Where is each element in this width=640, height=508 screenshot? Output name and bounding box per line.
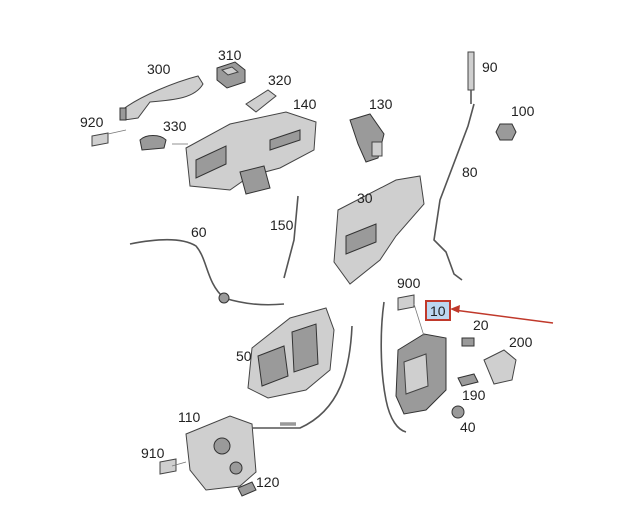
label-30: 30 [357, 190, 373, 206]
part-310-lock-cylinder[interactable] [216, 61, 246, 89]
part-90-lock-knob[interactable] [467, 51, 475, 104]
part-120-screw[interactable] [237, 481, 257, 497]
part-150-rod[interactable] [283, 195, 299, 279]
label-300: 300 [147, 61, 171, 77]
label-90: 90 [482, 59, 498, 75]
part-140-handle-carrier[interactable] [185, 111, 317, 195]
label-10: 10 [430, 303, 446, 319]
part-110-control-unit[interactable] [185, 415, 257, 491]
label-130: 130 [369, 96, 393, 112]
part-30-cover[interactable] [333, 175, 425, 285]
label-140: 140 [293, 96, 317, 112]
label-60: 60 [191, 224, 207, 240]
label-40: 40 [460, 419, 476, 435]
label-910: 910 [141, 445, 165, 461]
label-110: 110 [178, 409, 201, 425]
part-100-grommet[interactable] [495, 123, 517, 141]
part-10-door-latch[interactable] [380, 301, 447, 433]
label-100: 100 [511, 103, 535, 119]
part-80-rod[interactable] [433, 103, 475, 281]
label-320: 320 [268, 72, 292, 88]
part-320-gasket[interactable] [245, 89, 277, 113]
label-50: 50 [236, 348, 252, 364]
label-80: 80 [462, 164, 478, 180]
cable-110[interactable] [252, 325, 353, 429]
part-60-cable[interactable] [129, 238, 285, 306]
label-920: 920 [80, 114, 104, 130]
leader-lines [107, 129, 425, 467]
label-20: 20 [473, 317, 489, 333]
part-10-highlight [425, 300, 451, 321]
label-330: 330 [163, 118, 187, 134]
part-130-bracket[interactable] [349, 113, 385, 163]
part-200-striker[interactable] [483, 349, 517, 385]
part-330-cap[interactable] [139, 135, 167, 151]
part-300-outer-handle[interactable] [119, 75, 204, 121]
part-40-nut[interactable] [451, 405, 465, 419]
label-120: 120 [256, 474, 280, 490]
part-190-bolt[interactable] [457, 373, 479, 387]
part-900-clip[interactable] [397, 294, 415, 311]
label-150: 150 [270, 217, 294, 233]
label-200: 200 [509, 334, 533, 350]
part-50-latch-housing[interactable] [247, 307, 335, 399]
label-190: 190 [462, 387, 486, 403]
part-910-clip[interactable] [159, 458, 177, 475]
pointer-arrow [450, 305, 554, 324]
label-900: 900 [397, 275, 421, 291]
label-310: 310 [218, 47, 242, 63]
part-20-screw[interactable] [461, 337, 475, 347]
part-920-clip[interactable] [91, 132, 109, 147]
